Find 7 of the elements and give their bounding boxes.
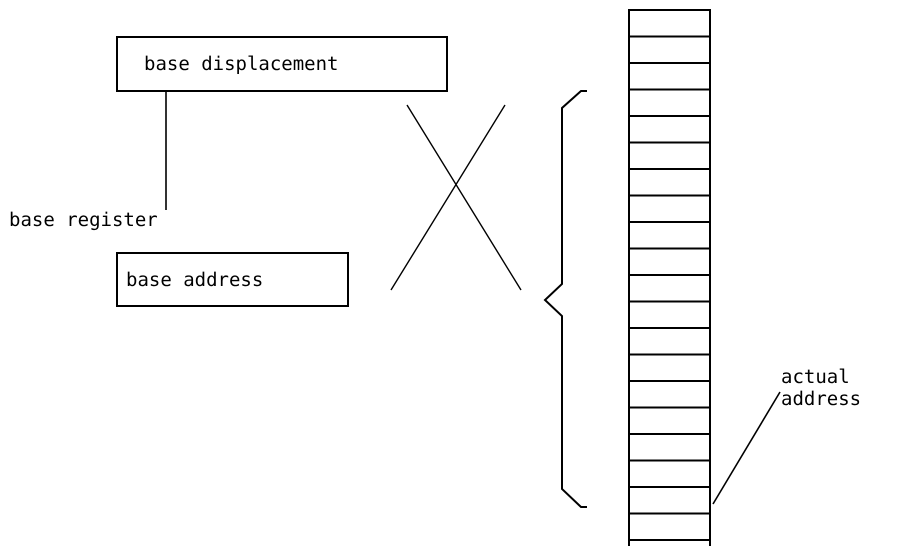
register-label: base register	[9, 209, 217, 231]
process-box: base displacement	[116, 36, 448, 92]
address-label: actual address	[781, 366, 891, 410]
leader-line	[712, 392, 781, 504]
connector-line	[165, 92, 167, 210]
process-box: base address	[116, 252, 349, 307]
memory-column	[628, 9, 711, 546]
